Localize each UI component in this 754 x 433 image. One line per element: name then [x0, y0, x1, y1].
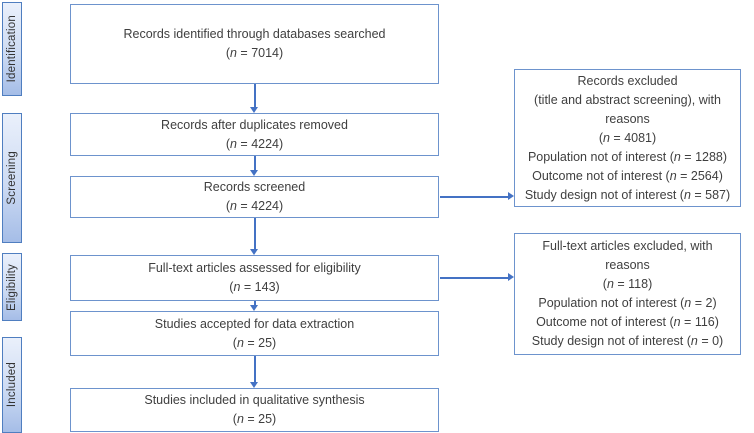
arrow-down-screened-to-fulltext [251, 218, 258, 255]
flow-box-fulltext-assessed: Full-text articles assessed for eligibil… [70, 255, 439, 301]
arrow-down-accepted-to-synthesis [251, 356, 258, 388]
flow-box-qualitative-synthesis: Studies included in qualitative synthesi… [70, 388, 439, 432]
arrow-down-identified-to-duplicates [251, 84, 258, 113]
stage-tab-identification: Identification [2, 2, 22, 96]
stage-tab-eligibility: Eligibility [2, 253, 22, 321]
flow-box-studies-accepted: Studies accepted for data extraction(n =… [70, 311, 439, 356]
flow-box-records-excluded: Records excluded(title and abstract scre… [514, 69, 741, 207]
flow-box-duplicates-removed: Records after duplicates removed(n = 422… [70, 113, 439, 156]
stage-label-eligibility: Eligibility [6, 263, 18, 311]
stage-tab-included: Included [2, 337, 22, 433]
stage-label-included: Included [6, 362, 18, 408]
flow-box-records-identified: Records identified through databases sea… [70, 4, 439, 84]
arrow-right-screened-to-excluded [440, 193, 514, 200]
flow-box-records-screened: Records screened(n = 4224) [70, 176, 439, 218]
stage-label-screening: Screening [6, 151, 18, 205]
stage-label-identification: Identification [6, 15, 18, 83]
arrow-down-fulltext-to-accepted [251, 301, 258, 311]
stage-tab-screening: Screening [2, 113, 22, 243]
arrow-down-duplicates-to-screened [251, 156, 258, 176]
arrow-right-fulltext-to-excluded [440, 274, 514, 281]
